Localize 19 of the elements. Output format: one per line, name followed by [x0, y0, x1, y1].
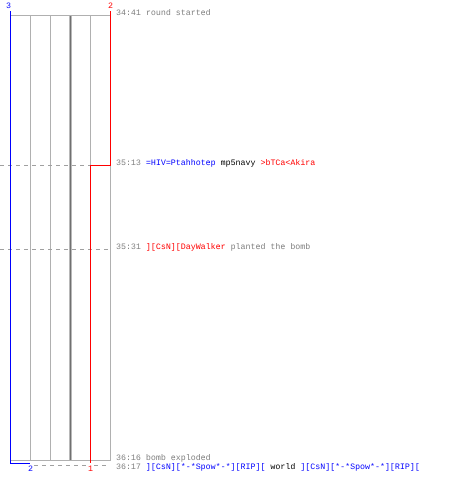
player-name: >bTCa<Akira	[260, 159, 316, 169]
player-name: ][CsN][DayWalker	[146, 243, 226, 253]
player-count: 2	[28, 465, 33, 474]
weapon-name: world	[270, 463, 296, 473]
timestamp: 34:41	[116, 9, 141, 19]
player-count: 1	[88, 465, 93, 474]
event-text: planted the bomb	[230, 243, 310, 253]
timestamp: 35:13	[116, 159, 141, 169]
player-name: =HIV=Ptahhotep	[146, 159, 216, 169]
weapon-name: mp5navy	[220, 159, 256, 169]
player-name: ][CsN][*-*Spow*-*][RIP][	[300, 463, 420, 473]
player-count: 2	[108, 2, 113, 11]
timestamp: 36:17	[116, 463, 141, 473]
event-text: bomb exploded	[146, 454, 211, 463]
event-text: round started	[146, 9, 211, 19]
player-count: 3	[6, 2, 11, 11]
timestamp: 36:16	[116, 454, 141, 464]
player-name: ][CsN][*-*Spow*-*][RIP][	[146, 463, 266, 473]
timestamp: 35:31	[116, 243, 141, 253]
